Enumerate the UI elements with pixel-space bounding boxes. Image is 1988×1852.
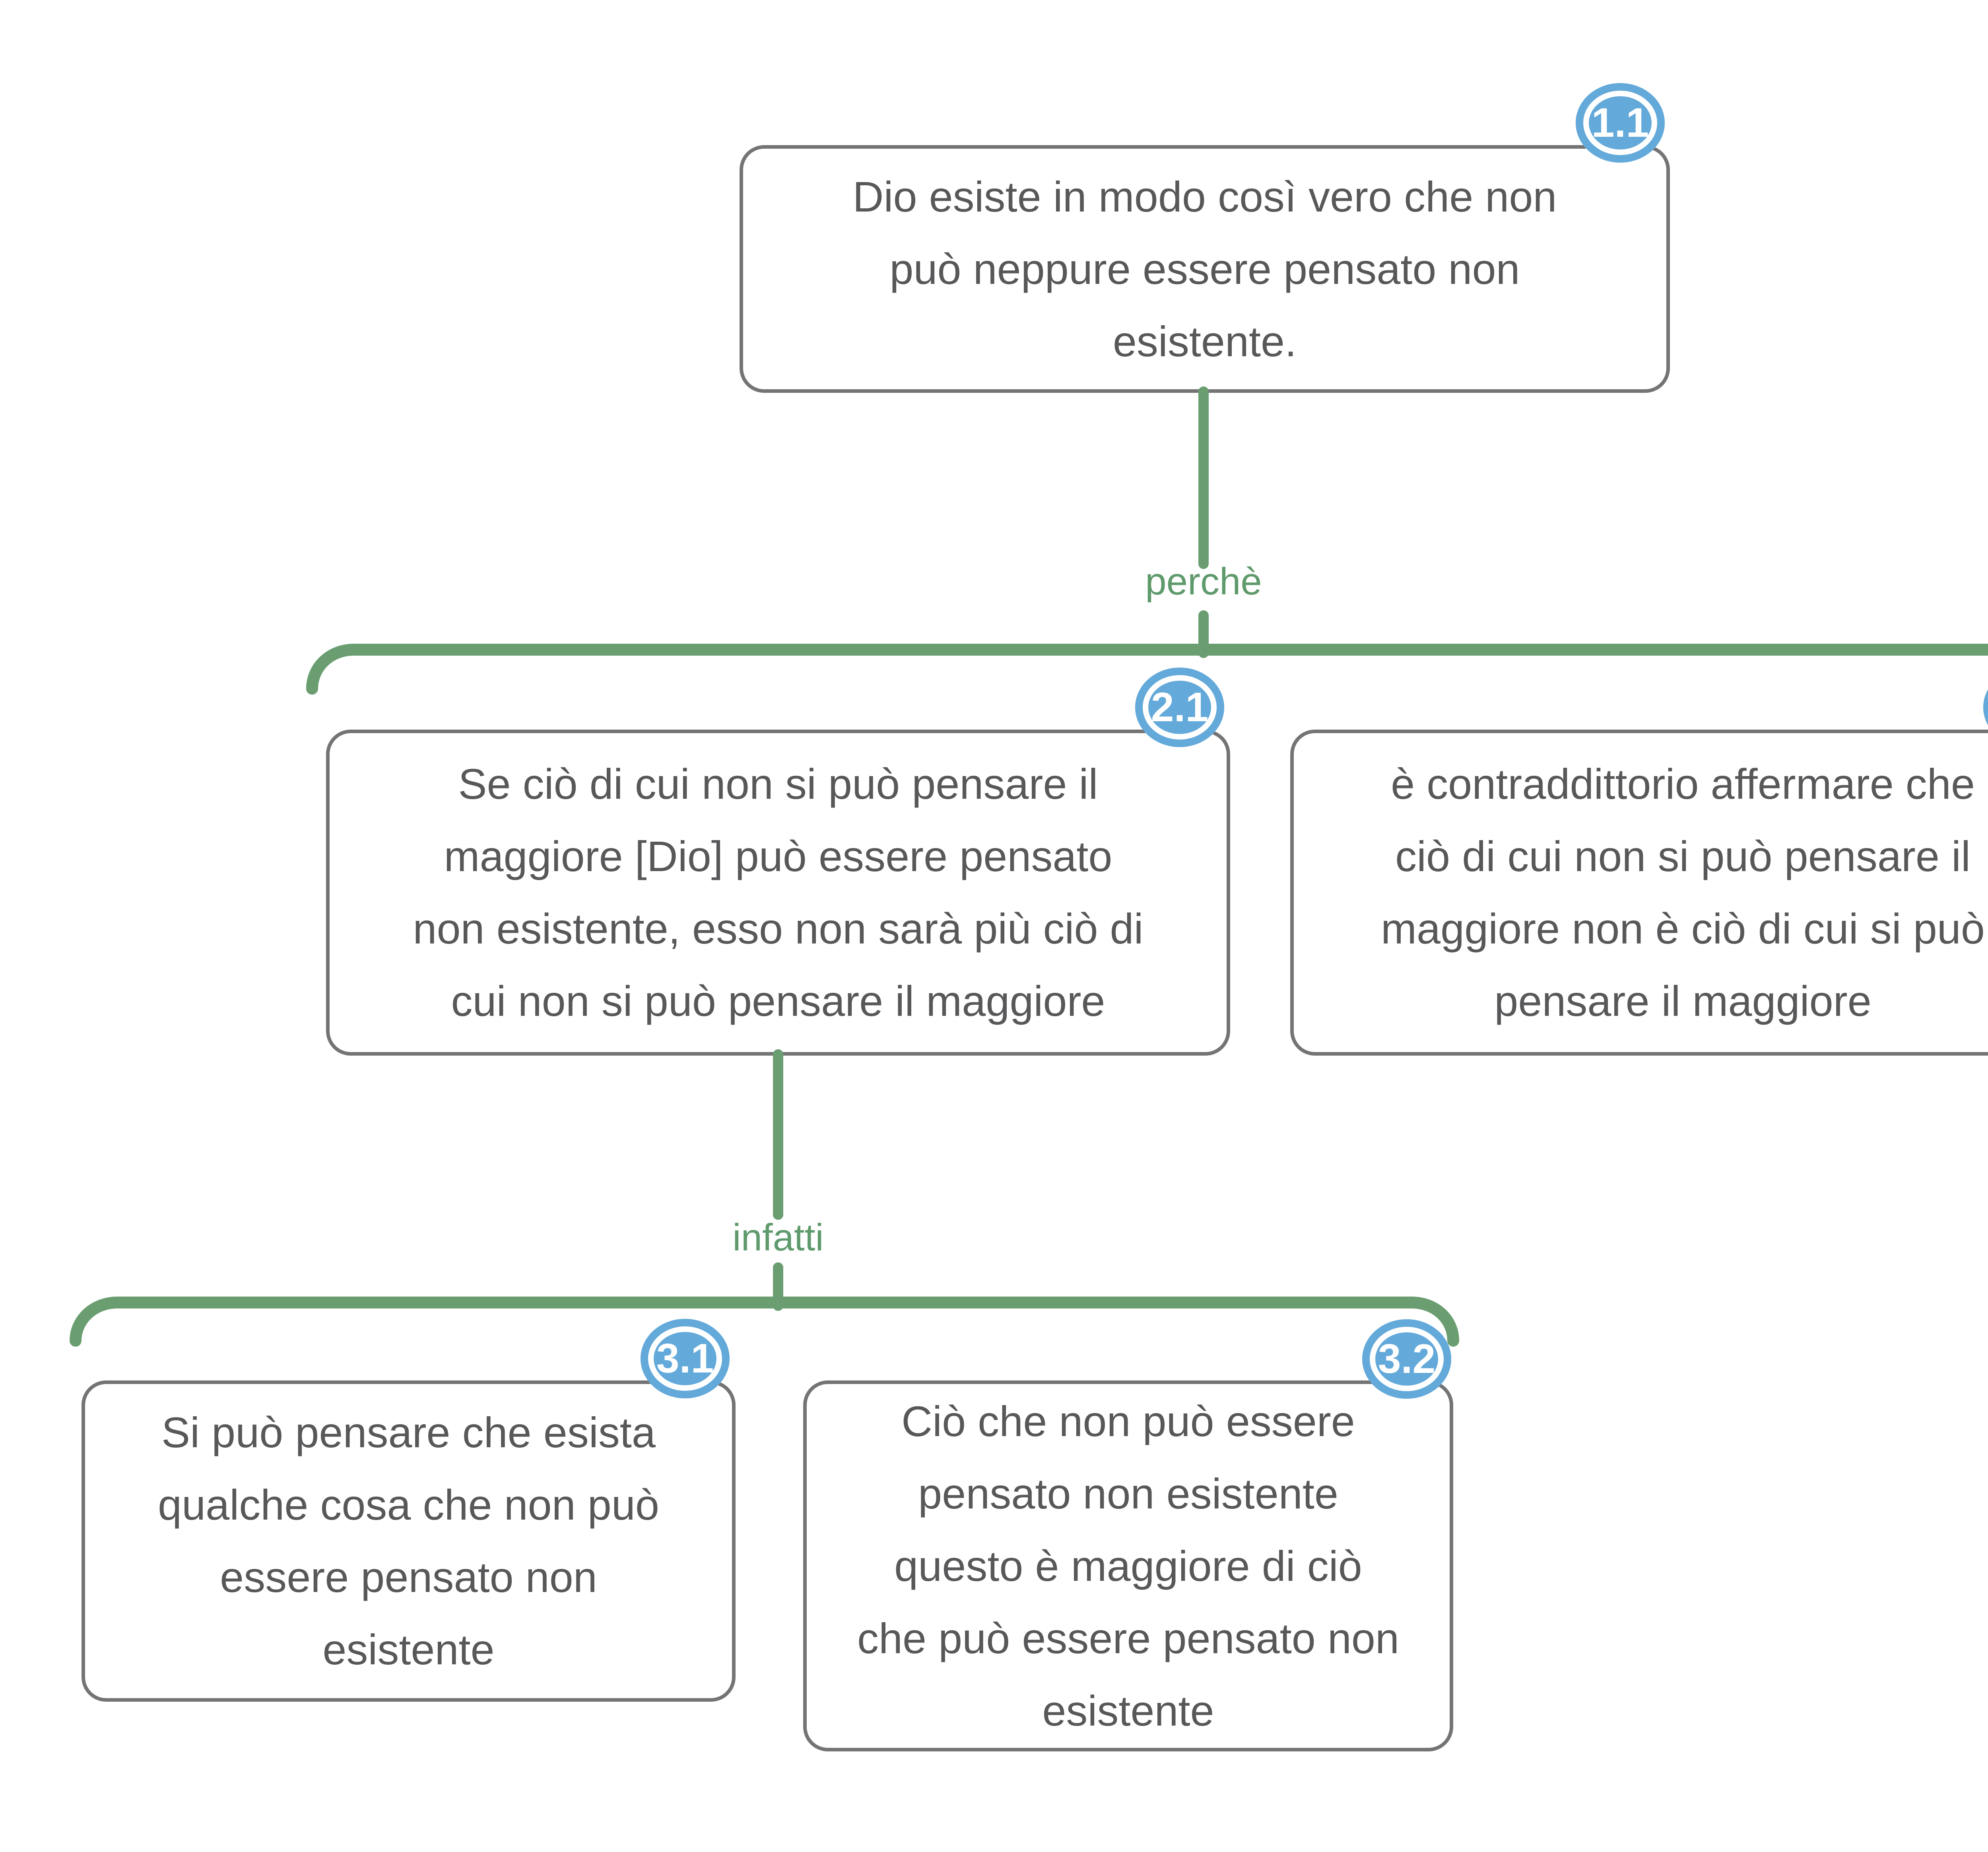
edge-label-perche: perchè: [1145, 560, 1262, 603]
node-text-2-2: è contraddittorio affermare che ciò di c…: [1381, 760, 1985, 1025]
node-box-2-2[interactable]: è contraddittorio affermare che ciò di c…: [1290, 730, 1988, 1056]
node-text-3-1: Si può pensare che esista qualche cosa c…: [158, 1408, 659, 1673]
edge-bracket-2: [70, 1297, 1459, 1347]
node-box-1-1[interactable]: Dio esiste in modo così vero che non può…: [740, 145, 1670, 393]
node-text-1-1: Dio esiste in modo così vero che non può…: [852, 172, 1557, 365]
node-text-3-2: Ciò che non può essere pensato non esist…: [857, 1397, 1400, 1735]
node-badge-3-1: 3.1: [641, 1319, 730, 1398]
node-badge-1-1: 1.1: [1576, 83, 1665, 163]
node-box-3-2[interactable]: Ciò che non può essere pensato non esist…: [803, 1380, 1453, 1751]
node-box-3-1[interactable]: Si può pensare che esista qualche cosa c…: [82, 1380, 736, 1702]
node-text-2-1: Se ciò di cui non si può pensare il magg…: [413, 760, 1143, 1025]
edge-bracket-1: [306, 644, 1988, 695]
node-badge-3-2: 3.2: [1362, 1319, 1451, 1399]
node-box-2-1[interactable]: Se ciò di cui non si può pensare il magg…: [326, 730, 1230, 1056]
edge-label-infatti: infatti: [732, 1216, 824, 1259]
node-badge-2-1: 2.1: [1135, 668, 1224, 747]
